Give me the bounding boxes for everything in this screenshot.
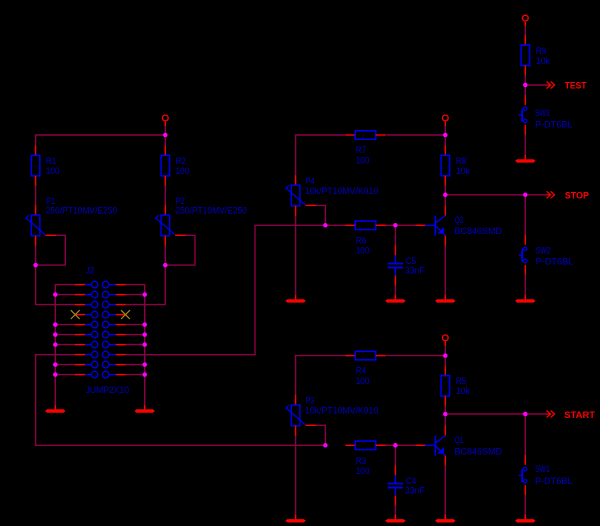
svg-text:SW3: SW3 — [535, 108, 550, 118]
svg-text:C5: C5 — [406, 256, 416, 266]
svg-text:P-DT6BL: P-DT6BL — [535, 120, 573, 130]
svg-text:250/PT10MV/E250: 250/PT10MV/E250 — [175, 206, 247, 216]
svg-text:R3: R3 — [356, 456, 367, 466]
svg-text:100: 100 — [356, 376, 370, 386]
svg-text:10k: 10k — [456, 166, 471, 176]
svg-text:10k: 10k — [456, 386, 471, 396]
svg-text:P3: P3 — [306, 396, 315, 406]
svg-text:Q1: Q1 — [455, 435, 464, 445]
svg-text:SW1: SW1 — [535, 464, 550, 474]
svg-text:P1: P1 — [46, 196, 55, 206]
svg-text:STOP: STOP — [565, 191, 589, 201]
svg-text:R8: R8 — [456, 156, 467, 166]
svg-text:Q2: Q2 — [455, 215, 464, 225]
svg-text:100: 100 — [356, 466, 370, 476]
svg-text:100: 100 — [46, 166, 60, 176]
svg-text:100: 100 — [176, 166, 190, 176]
svg-text:R6: R6 — [356, 235, 367, 245]
svg-text:P2: P2 — [176, 196, 185, 206]
svg-text:100: 100 — [356, 155, 370, 165]
svg-text:R9: R9 — [536, 46, 547, 56]
svg-text:10k: 10k — [536, 56, 551, 66]
svg-text:P-DT6BL: P-DT6BL — [535, 476, 573, 486]
svg-text:BC846SMD: BC846SMD — [455, 226, 503, 236]
svg-text:P-DT6BL: P-DT6BL — [536, 256, 574, 266]
svg-text:R2: R2 — [176, 156, 187, 166]
svg-text:SW2: SW2 — [536, 245, 551, 255]
svg-text:10k/PT10MV/K010: 10k/PT10MV/K010 — [305, 186, 378, 196]
svg-text:R5: R5 — [456, 376, 467, 386]
svg-text:JUMP2X10: JUMP2X10 — [86, 385, 129, 395]
svg-text:R7: R7 — [356, 145, 367, 155]
svg-text:TEST: TEST — [565, 81, 587, 91]
svg-text:J2: J2 — [86, 266, 95, 276]
svg-text:250/PT10MV/E250: 250/PT10MV/E250 — [46, 206, 118, 216]
svg-text:START: START — [564, 410, 595, 420]
svg-text:C4: C4 — [406, 476, 416, 486]
svg-text:R4: R4 — [356, 366, 367, 376]
svg-text:10k/PT10MV/K010: 10k/PT10MV/K010 — [305, 405, 378, 415]
svg-text:33nF: 33nF — [405, 265, 426, 275]
svg-text:100: 100 — [356, 246, 370, 256]
svg-text:33nF: 33nF — [405, 486, 426, 496]
svg-text:P4: P4 — [306, 176, 315, 186]
svg-text:BC846SMD: BC846SMD — [455, 446, 503, 456]
svg-text:R1: R1 — [46, 156, 57, 166]
